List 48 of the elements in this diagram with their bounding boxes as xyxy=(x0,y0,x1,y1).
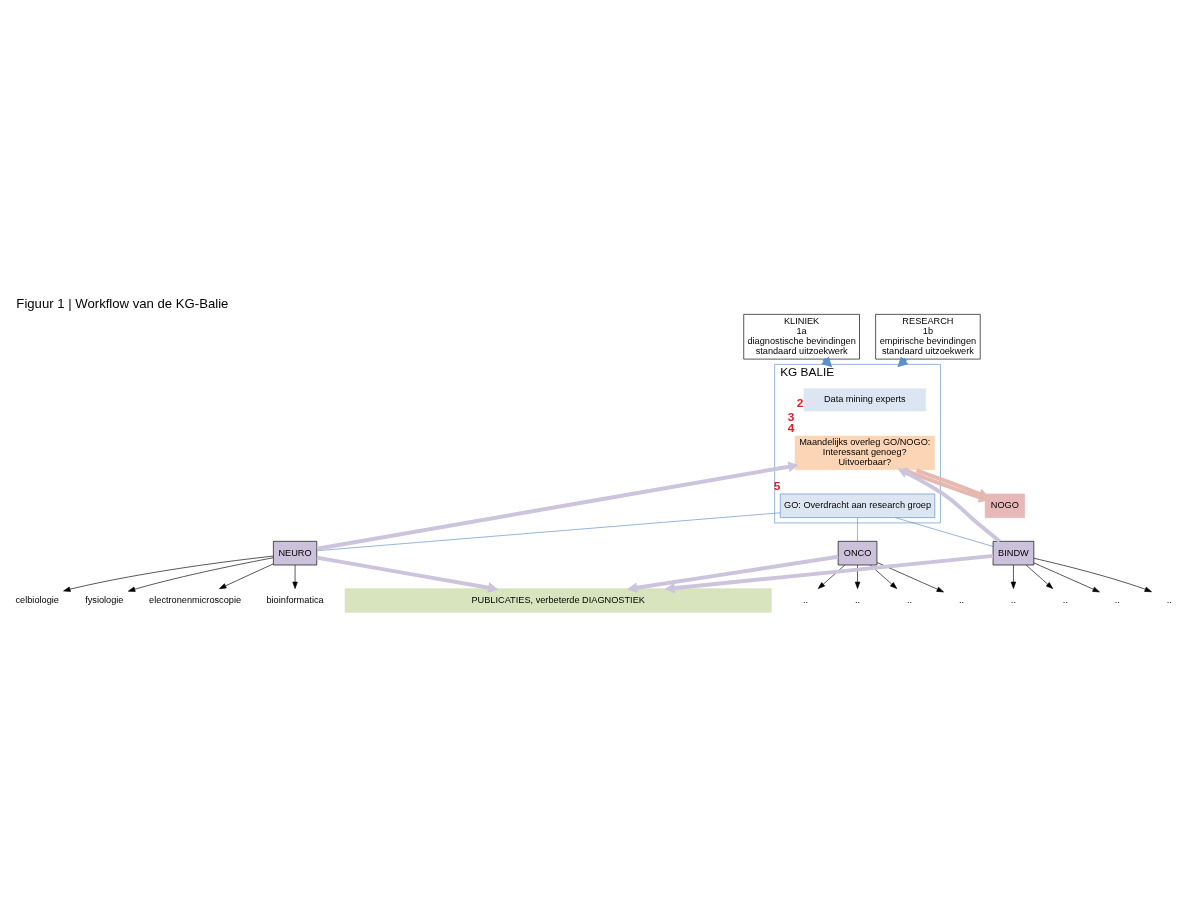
node-text: .. xyxy=(958,594,965,605)
node-box: RESEARCH 1b empirische bevindingen standaard uitzoekwerk xyxy=(875,314,981,360)
arrow xyxy=(1025,564,1054,589)
arrow xyxy=(897,468,1001,543)
node-label: 2 xyxy=(796,396,804,411)
diagram-title: Figuur 1 | Workflow van de KG-Balie xyxy=(16,295,229,311)
arrow xyxy=(1033,558,1152,593)
node-box: ONCO xyxy=(837,541,878,566)
arrow xyxy=(817,564,845,589)
node-text: .. xyxy=(803,594,809,605)
arrow xyxy=(219,563,274,589)
arrow xyxy=(627,554,839,593)
arrow xyxy=(915,468,990,499)
arrow xyxy=(292,564,298,589)
arrow xyxy=(63,555,274,592)
arrow xyxy=(664,553,994,594)
node-box: NEURO xyxy=(273,541,318,566)
arrow xyxy=(876,562,944,593)
connector xyxy=(857,517,858,542)
node-box: GO: Overdracht aan research groep xyxy=(779,493,936,518)
node-box: PUBLICATIES, verbeterde DIAGNOSTIEK xyxy=(344,588,772,613)
connector xyxy=(316,512,781,552)
arrow xyxy=(854,564,861,589)
node-text: .. xyxy=(1010,594,1016,605)
node-box: BINDW xyxy=(992,541,1035,566)
arrow xyxy=(1033,562,1100,593)
node-text: .. xyxy=(906,594,913,605)
node-text: bioinformatica xyxy=(266,594,324,605)
connector xyxy=(895,517,994,547)
node-text: celbiologie xyxy=(15,594,59,605)
arrow xyxy=(128,557,274,592)
arrow xyxy=(870,564,898,589)
node-text: electronenmicroscopie xyxy=(149,594,242,605)
node-box: Maandelijks overleg GO/NOGO: Interessant genoeg? Uitvoerbaar? xyxy=(794,435,936,471)
node-box: NOGO xyxy=(984,493,1025,518)
node-text: .. xyxy=(1062,594,1068,605)
arrow xyxy=(316,461,799,551)
node-text: .. xyxy=(854,594,861,605)
arrow xyxy=(316,555,499,593)
node-label: 5 xyxy=(773,478,781,493)
node-text: fysiologie xyxy=(85,594,124,605)
node-label: 3 xyxy=(787,409,795,424)
node-text: .. xyxy=(1166,594,1172,605)
node-label: 4 xyxy=(787,421,795,436)
node-box: KLINIEK 1a diagnostische bevindingen standaard uitzoekwerk xyxy=(743,314,860,360)
node-text: .. xyxy=(1114,594,1120,605)
node-box: Data mining experts xyxy=(802,387,927,413)
arrow xyxy=(1010,564,1017,589)
